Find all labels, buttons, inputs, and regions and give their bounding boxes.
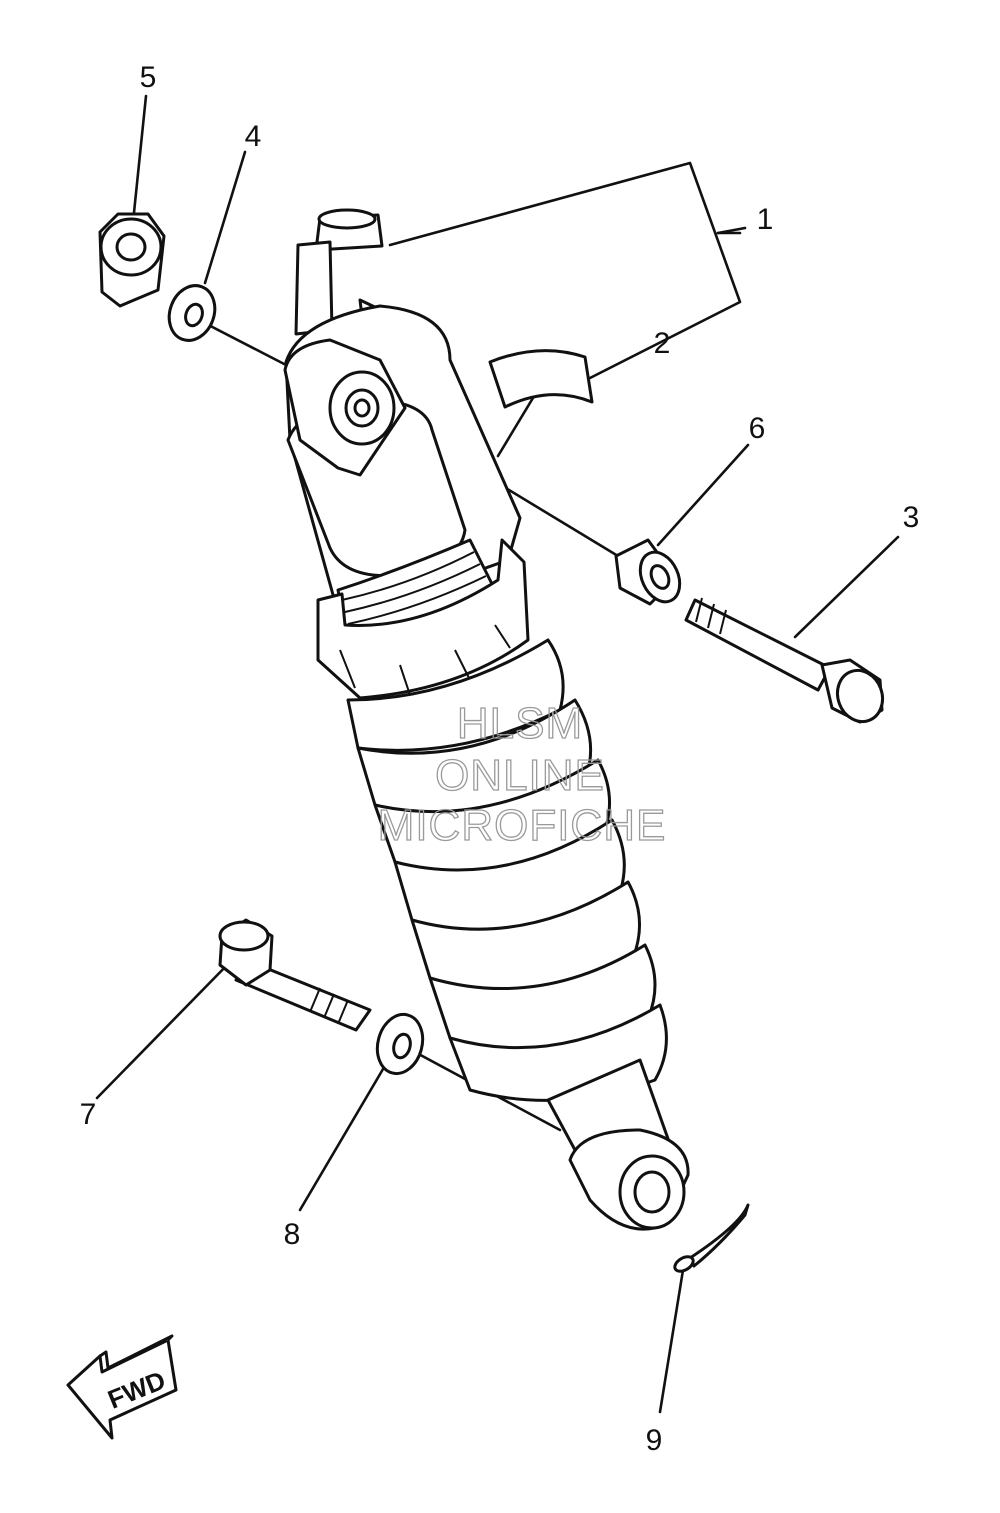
fwd-arrow-icon: FWD	[66, 1334, 178, 1440]
flange-nut-part	[98, 212, 166, 308]
leader-4	[203, 150, 247, 285]
leader-3	[793, 535, 900, 639]
rear-shock-absorber	[283, 208, 690, 1231]
callout-3: 3	[903, 501, 920, 534]
top-eyelet-hole	[353, 398, 371, 418]
callout-7: 7	[80, 1098, 97, 1131]
leader-6	[656, 443, 750, 547]
watermark-line-3: MICROFICHE	[378, 801, 667, 850]
top-bolt-part	[684, 597, 885, 724]
leader-8	[298, 1062, 388, 1212]
leader-9	[658, 1268, 685, 1414]
cotter-pin-part	[673, 1203, 750, 1273]
watermark: HLSM ONLINE MICROFICHE	[377, 698, 667, 850]
watermark-line-2: ONLINE	[435, 751, 605, 800]
top-nut-face	[317, 208, 377, 230]
callout-8: 8	[284, 1218, 301, 1251]
washer-lower-part	[375, 1012, 425, 1076]
leader-1-2	[388, 161, 742, 380]
leader-1	[716, 226, 747, 235]
callout-6: 6	[749, 412, 766, 445]
label-sticker-part	[488, 349, 594, 409]
leader-lines	[95, 94, 900, 1414]
lock-ring-collar	[316, 538, 530, 700]
leader-5	[130, 94, 148, 234]
callout-4: 4	[245, 120, 262, 153]
collar-notches	[339, 624, 511, 696]
callout-5: 5	[140, 61, 157, 94]
lower-bolt-part	[218, 918, 372, 1032]
callout-labels: 1 2 3 4 5 6 7 8 9	[80, 61, 920, 1457]
collar-spacer-part	[614, 538, 682, 606]
watermark-line-1: HLSM	[457, 699, 583, 748]
leader-7	[95, 958, 234, 1100]
spring-coils	[346, 638, 668, 1102]
washer-top-part	[167, 284, 217, 342]
lower-eyelet-bushing	[633, 1170, 671, 1214]
callout-9: 9	[646, 1424, 663, 1457]
callout-1: 1	[757, 203, 774, 236]
callout-2: 2	[654, 327, 671, 360]
